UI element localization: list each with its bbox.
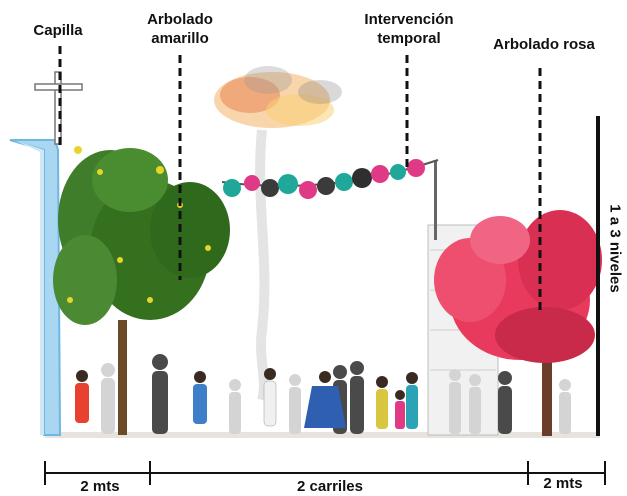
label-arbolado-amarillo-line2: amarillo — [151, 30, 209, 47]
intervention-cloud — [214, 66, 342, 402]
garland — [221, 159, 439, 199]
label-arbolado-rosa: Arbolado rosa — [493, 36, 595, 53]
label-leaders — [58, 46, 542, 310]
dimension-left: 2 mts — [80, 478, 120, 495]
label-intervencion-line1: Intervención — [364, 11, 454, 28]
dimension-line — [44, 461, 606, 485]
label-intervencion: Intervención temporal — [350, 10, 468, 48]
ground — [45, 432, 600, 438]
pink-tree-illustration — [434, 210, 602, 436]
dimension-center: 2 carriles — [297, 478, 363, 495]
dimension-right: 2 mts — [543, 475, 583, 492]
label-arbolado-amarillo-line1: Arbolado — [147, 11, 213, 28]
label-intervencion-line2: temporal — [377, 30, 441, 47]
label-arbolado-amarillo: Arbolado amarillo — [125, 10, 235, 48]
label-capilla: Capilla — [33, 22, 83, 39]
people-silhouettes — [75, 354, 571, 434]
label-niveles: 1 a 3 niveles — [606, 204, 624, 293]
